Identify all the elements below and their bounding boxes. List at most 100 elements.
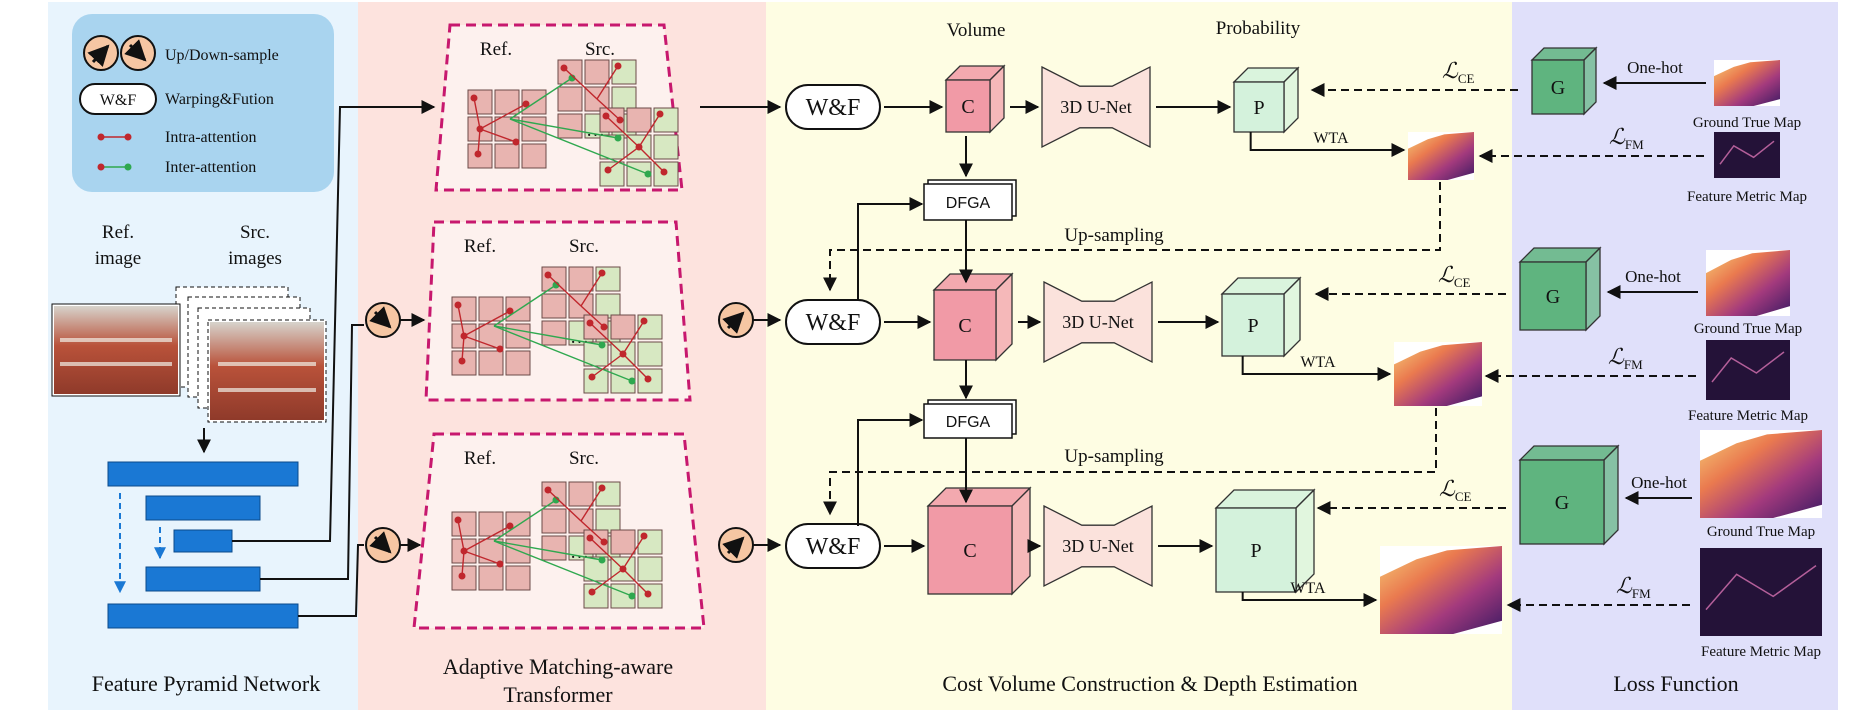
cost-title: Cost Volume Construction & Depth Estimat… xyxy=(942,671,1357,696)
onehot-label-2: One-hot xyxy=(1625,267,1681,286)
amt-src-label: Src. xyxy=(569,236,599,257)
amt-ellipsis: … xyxy=(570,542,589,563)
amt-src-label: Src. xyxy=(585,39,615,60)
wta-label-2: WTA xyxy=(1300,354,1336,371)
upsampling-label-1: Up-sampling xyxy=(1064,225,1164,246)
amt-title-line1: Adaptive Matching-aware xyxy=(443,654,673,679)
ground-true-label-2: Ground True Map xyxy=(1694,321,1802,337)
src-images-stack xyxy=(175,286,327,423)
loss-ce-sub: CE xyxy=(1458,71,1475,86)
amt-block-2: Ref. Src. … xyxy=(424,220,692,402)
ref-image-label-1: Ref. xyxy=(102,222,134,243)
fpn-bar-1 xyxy=(107,461,299,487)
amt-title-line2: Transformer xyxy=(503,682,613,707)
upsample-icon-2 xyxy=(718,527,754,563)
legend-updown-label: Up/Down-sample xyxy=(165,47,279,64)
unet-1: 3D U-Net xyxy=(1041,65,1151,149)
prob-volume-p2-label: P xyxy=(1247,315,1258,337)
unet-1-label: 3D U-Net xyxy=(1060,97,1131,117)
loss-fm-sub: FM xyxy=(1624,357,1643,372)
cost-volume-c2: C xyxy=(932,272,1014,362)
wf-legend-badge-text: W&F xyxy=(100,92,137,109)
onehot-label-3: One-hot xyxy=(1631,473,1687,492)
fpn-bar-4 xyxy=(145,566,261,592)
ref-image-label-2: image xyxy=(95,248,141,269)
amt-ref-label: Ref. xyxy=(480,39,512,60)
fpn-connector-mid xyxy=(260,324,364,580)
amt-ref-label: Ref. xyxy=(464,236,496,257)
ground-true-map-3 xyxy=(1700,430,1822,518)
loss-fm-symbol: ℒ xyxy=(1609,124,1626,149)
wf-label-2: W&F xyxy=(806,310,861,336)
ground-true-map-2 xyxy=(1706,250,1790,316)
loss-ce-symbol: ℒ xyxy=(1442,58,1459,83)
prob-volume-p3: P xyxy=(1214,488,1316,594)
amt-ref-label: Ref. xyxy=(464,448,496,469)
upsample-icon-1 xyxy=(718,302,754,338)
fpn-connector-bot xyxy=(298,544,364,617)
onehot-label-1: One-hot xyxy=(1627,58,1683,77)
amt-ellipsis: … xyxy=(586,120,605,141)
amt-ellipsis: … xyxy=(570,327,589,348)
loss-ce-symbol: ℒ xyxy=(1438,262,1455,287)
loss-ce-label-3: ℒCE xyxy=(1439,476,1472,504)
ref-image xyxy=(51,303,181,397)
legend-inter-label: Inter-attention xyxy=(165,159,256,176)
inter-attention-icon xyxy=(97,163,132,171)
dfga-label-2: DFGA xyxy=(946,414,991,431)
upsampling-path-2 xyxy=(823,408,1437,516)
loss-fm-label-1: ℒFM xyxy=(1609,124,1644,152)
fpn-title: Feature Pyramid Network xyxy=(92,671,321,696)
loss-ce-sub: CE xyxy=(1454,275,1471,290)
gt-volume-g3: G xyxy=(1518,444,1620,546)
legend: Up/Down-sample W&F Warping&Fution Intra-… xyxy=(72,14,334,192)
depth-map-2 xyxy=(1394,342,1482,406)
loss-ce-symbol: ℒ xyxy=(1439,476,1456,501)
depth-map-3 xyxy=(1380,546,1502,634)
feature-metric-label-3: Feature Metric Map xyxy=(1701,644,1821,660)
fpn-connector-top xyxy=(232,100,436,542)
downsample-icon-2 xyxy=(365,527,401,563)
wf-block-2: W&F xyxy=(785,299,881,345)
cost-volume-c1: C xyxy=(944,64,1006,134)
feature-metric-map-2 xyxy=(1706,340,1790,400)
legend-intra-label: Intra-attention xyxy=(165,129,257,146)
loss-title: Loss Function xyxy=(1613,671,1738,696)
ground-true-label-3: Ground True Map xyxy=(1707,524,1815,540)
prob-volume-p2: P xyxy=(1220,276,1302,358)
probability-label: Probability xyxy=(1216,18,1301,39)
wf-label-3: W&F xyxy=(806,534,861,560)
loss-ce-label-2: ℒCE xyxy=(1438,262,1471,290)
prob-volume-p1-label: P xyxy=(1253,97,1264,119)
wf-block-1: W&F xyxy=(785,84,881,130)
upsampling-path-1 xyxy=(823,182,1441,292)
loss-fm-symbol: ℒ xyxy=(1608,344,1625,369)
gt-volume-g2-label: G xyxy=(1546,286,1560,308)
gt-volume-g2: G xyxy=(1518,246,1602,332)
unet-3: 3D U-Net xyxy=(1043,504,1153,588)
loss-fm-sub: FM xyxy=(1625,137,1644,152)
feature-metric-map-1 xyxy=(1714,132,1780,178)
loss-fm-sub: FM xyxy=(1632,586,1651,601)
down-sample-icon xyxy=(120,35,156,71)
src-images-label-1: Src. xyxy=(240,222,270,243)
feature-metric-map-3 xyxy=(1700,548,1822,636)
wf-legend-badge xyxy=(79,83,157,115)
prob-volume-p3-label: P xyxy=(1250,540,1261,562)
dfga-label-1: DFGA xyxy=(946,195,991,212)
src-images-label-2: images xyxy=(228,248,282,269)
amt-src-label: Src. xyxy=(569,448,599,469)
loss-fm-label-3: ℒFM xyxy=(1616,573,1651,601)
downsample-icon-1 xyxy=(365,302,401,338)
unet-2-label: 3D U-Net xyxy=(1062,312,1133,332)
cost-volume-c3-label: C xyxy=(963,540,976,562)
cost-volume-c2-label: C xyxy=(958,315,971,337)
wta-label-1: WTA xyxy=(1313,130,1349,147)
gt-volume-g3-label: G xyxy=(1555,492,1569,514)
fpn-bar-2 xyxy=(145,495,261,521)
legend-warping-label: Warping&Fution xyxy=(165,91,274,108)
amt-block-1: Ref. Src. … xyxy=(434,23,684,192)
dfga-box-2: DFGA xyxy=(923,399,1017,439)
gt-volume-g1: G xyxy=(1530,46,1598,116)
